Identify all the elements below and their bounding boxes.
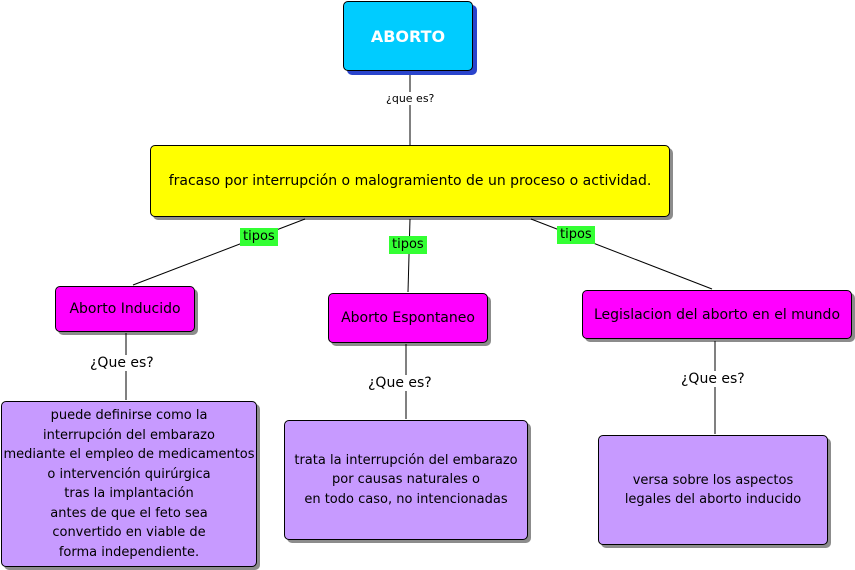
description-line: convertido en viable de [52,525,206,540]
description-line: puede definirse como la [50,408,208,423]
description-node-aborto-espontaneo[interactable]: trata la interrupción del embarazo por c… [284,420,528,540]
definition-text: fracaso por interrupción o malogramiento… [168,173,652,189]
root-link-label: ¿que es? [384,92,437,105]
description-line: en todo caso, no intencionadas [304,491,508,507]
type-node-aborto-inducido[interactable]: Aborto Inducido [55,286,195,332]
description-line: antes de que el feto sea [50,505,208,521]
description-node-aborto-inducido[interactable]: puede definirse como la interrupción del… [1,401,257,567]
link-definition-type-2 [407,218,411,293]
description-line: interrupción del embarazo [43,427,215,443]
root-concept-label: ABORTO [370,26,446,46]
description-line: forma independiente. [58,544,200,560]
definition-node[interactable]: fracaso por interrupción o malogramiento… [150,145,670,217]
type-node-legislacion[interactable]: Legislacion del aborto en el mundo [582,290,852,339]
type-2-link-label: ¿Que es? [366,375,434,391]
type-link-tag-2: tipos [389,236,427,254]
type-3-link-label: ¿Que es? [679,371,747,387]
type-node-aborto-espontaneo[interactable]: Aborto Espontaneo [328,293,488,343]
description-line: por causas naturales o [331,472,480,488]
type-label: Aborto Inducido [69,301,181,317]
type-link-tag-1: tipos [240,228,278,246]
type-label: Legislacion del aborto en el mundo [593,306,841,323]
type-link-tag-3: tipos [557,226,595,244]
description-line: legales del aborto inducido [624,492,802,507]
description-node-legislacion[interactable]: versa sobre los aspectos legales del abo… [598,435,828,545]
description-line: mediante el empleo de medicamentos [3,447,255,462]
description-line: trata la interrupción del embarazo [294,452,518,468]
description-line: tras la implantación [64,486,194,501]
type-1-link-label: ¿Que es? [88,355,156,371]
description-line: versa sobre los aspectos [632,472,794,488]
description-line: o intervención quirúrgica [47,466,211,482]
type-label: Aborto Espontaneo [341,310,475,326]
root-concept-node[interactable]: ABORTO [343,1,473,71]
link-definition-type-1 [132,218,306,286]
